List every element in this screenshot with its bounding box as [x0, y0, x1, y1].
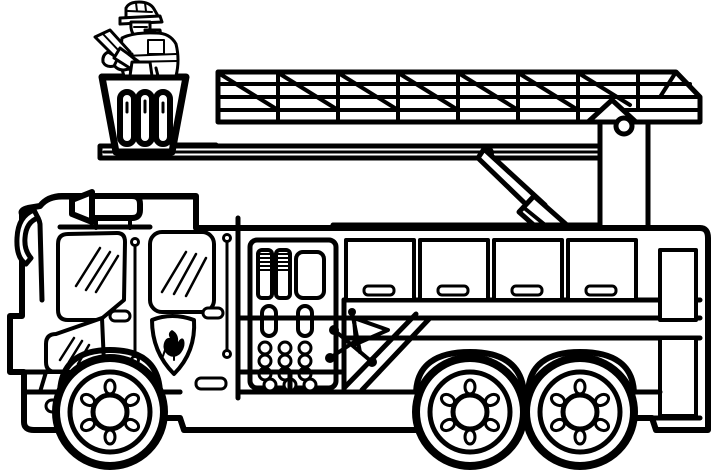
rear-wheel-front-lugs: [439, 378, 501, 446]
front-wheel-lugs: [79, 378, 141, 446]
hose-reel-2-coils: [276, 253, 290, 271]
rear-fender-front: [413, 349, 527, 395]
rear-fender-back: [525, 349, 637, 395]
aerial-ladder: [97, 69, 703, 161]
ladder-bay-posts: [276, 70, 640, 124]
storage-compartments: [235, 238, 703, 421]
door-handle-front: [108, 309, 132, 323]
rear-wheel-back: [522, 354, 638, 470]
hose-reel-1-coils: [258, 253, 272, 271]
door-window-highlights: [74, 246, 120, 294]
cab-panel-seam-rear: [222, 233, 232, 359]
rear-wheel-back-lugs: [549, 378, 611, 446]
rear-wheel-front: [412, 354, 528, 470]
rear-window-highlights: [160, 250, 208, 298]
rescue-bucket: [98, 73, 219, 156]
roof-siren: [57, 189, 153, 230]
ladder-diagonal-braces: [218, 72, 632, 112]
firefighter-figure: [93, 0, 180, 78]
door-handle-rear: [201, 306, 225, 320]
front-wheel: [52, 347, 168, 470]
skirt-marker-light: [194, 376, 228, 391]
shield-emblem: [150, 314, 197, 376]
